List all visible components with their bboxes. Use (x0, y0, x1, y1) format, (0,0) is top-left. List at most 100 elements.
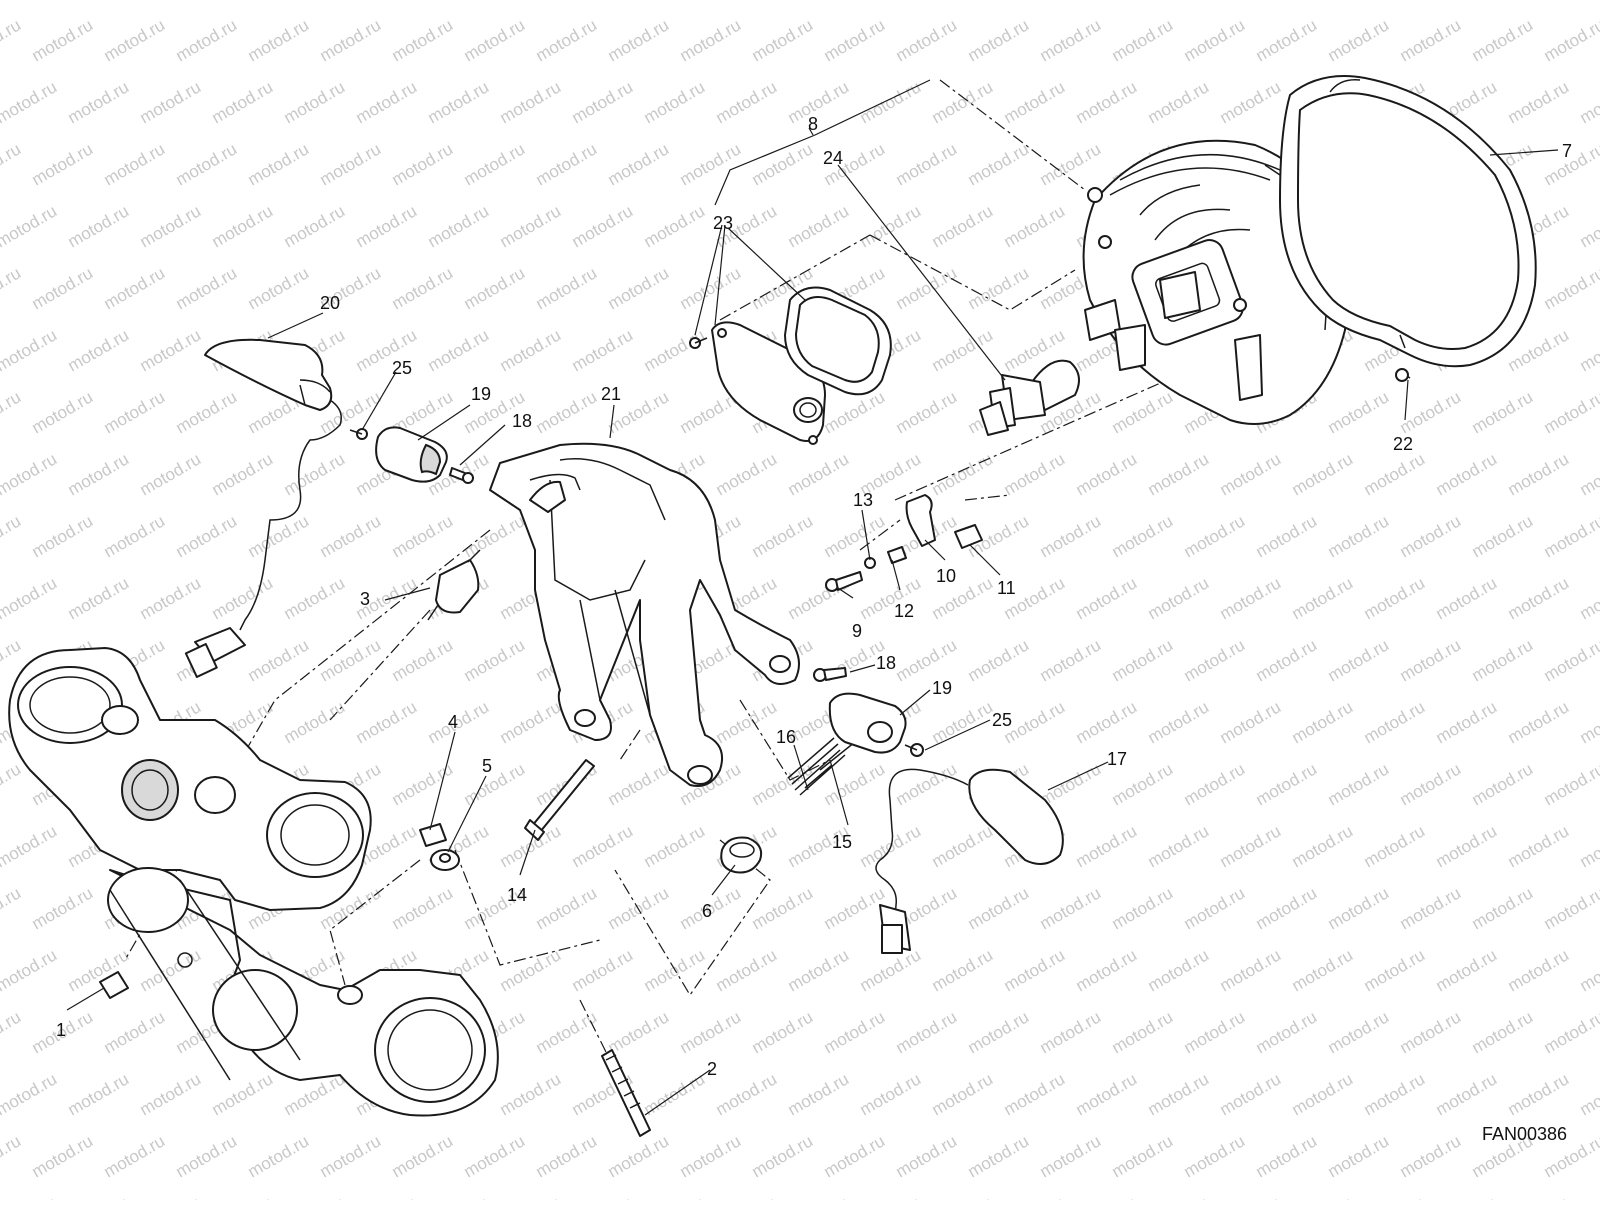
watermark-text: motod.ru (1397, 883, 1465, 933)
watermark-text: motod.ru (929, 201, 997, 251)
callout-15: 15 (832, 832, 852, 852)
watermark-text: motod.ru (1469, 635, 1537, 685)
watermark-text: motod.ru (0, 1069, 60, 1119)
watermark-text: motod.ru (209, 449, 277, 499)
watermark-text: motod.ru (317, 511, 385, 561)
watermark-text: motod.ru (245, 15, 313, 65)
watermark-text: motod.ru (1253, 15, 1321, 65)
watermark-text: motod.ru (1361, 1069, 1429, 1119)
watermark-text: motod.ru (1505, 573, 1573, 623)
watermark-text: motod.ru (1217, 573, 1285, 623)
watermark-text: motod.ru (1073, 821, 1141, 871)
watermark-text: motod.ru (1577, 945, 1600, 995)
watermark-text: motod.ru (965, 263, 1033, 313)
watermark-text: motod.ru (137, 201, 205, 251)
watermark-text: motod.ru (1577, 573, 1600, 623)
watermark-text: motod.ru (533, 263, 601, 313)
watermark-text: motod.ru (137, 1193, 205, 1200)
callout-1: 1 (56, 1020, 66, 1040)
watermark-text: motod.ru (137, 1069, 205, 1119)
watermark-text: motod.ru (893, 139, 961, 189)
watermark-text: motod.ru (1577, 1069, 1600, 1119)
watermark-text: motod.ru (605, 759, 673, 809)
watermark-text: motod.ru (1109, 1007, 1177, 1057)
watermark-text: motod.ru (1397, 1131, 1465, 1181)
watermark-text: motod.ru (965, 139, 1033, 189)
watermark-text: motod.ru (641, 945, 709, 995)
watermark-text: motod.ru (65, 449, 133, 499)
watermark-text: motod.ru (1253, 511, 1321, 561)
watermark-text: motod.ru (101, 263, 169, 313)
watermark-text: motod.ru (641, 325, 709, 375)
watermark-text: motod.ru (389, 139, 457, 189)
watermark-text: motod.ru (1109, 387, 1177, 437)
watermark-text: motod.ru (1181, 759, 1249, 809)
screw-25-lower (905, 744, 923, 756)
watermark-text: motod.ru (0, 139, 24, 189)
watermark-text: motod.ru (965, 883, 1033, 933)
watermark-text: motod.ru (425, 1193, 493, 1200)
watermark-text: motod.ru (1577, 325, 1600, 375)
watermark-text: motod.ru (425, 77, 493, 127)
watermark-text: motod.ru (137, 449, 205, 499)
watermark-text: motod.ru (1397, 759, 1465, 809)
callout-7: 7 (1562, 141, 1572, 161)
watermark-text: motod.ru (1325, 511, 1393, 561)
watermark-text: motod.ru (317, 635, 385, 685)
watermark-text: motod.ru (857, 1069, 925, 1119)
watermark-text: motod.ru (533, 15, 601, 65)
watermark-text: motod.ru (101, 387, 169, 437)
callout-25-lower: 25 (992, 710, 1012, 730)
watermark-text: motod.ru (1505, 449, 1573, 499)
watermark-text: motod.ru (893, 1007, 961, 1057)
watermark-text: motod.ru (245, 1131, 313, 1181)
watermark-text: motod.ru (209, 1069, 277, 1119)
watermark-text: motod.ru (965, 1007, 1033, 1057)
watermark-text: motod.ru (1433, 449, 1501, 499)
watermark-text: motod.ru (497, 201, 565, 251)
watermark-text: motod.ru (713, 945, 781, 995)
callout-20: 20 (320, 293, 340, 313)
watermark-text: motod.ru (641, 77, 709, 127)
watermark-text: motod.ru (533, 1131, 601, 1181)
watermark-text: motod.ru (173, 263, 241, 313)
watermark-text: motod.ru (1037, 883, 1105, 933)
watermark-text: motod.ru (1325, 1007, 1393, 1057)
watermark-text: motod.ru (1109, 883, 1177, 933)
watermark-text: motod.ru (1289, 697, 1357, 747)
watermark-text: motod.ru (785, 0, 853, 3)
watermark-text: motod.ru (1145, 1193, 1213, 1200)
watermark-text: motod.ru (497, 945, 565, 995)
screw-25-upper (350, 429, 367, 439)
watermark-text: motod.ru (137, 77, 205, 127)
watermark-text: motod.ru (569, 1193, 637, 1200)
watermark-text: motod.ru (1577, 201, 1600, 251)
watermark-text: motod.ru (1577, 697, 1600, 747)
watermark-text: motod.ru (749, 15, 817, 65)
watermark-text: motod.ru (0, 883, 24, 933)
watermark-text: motod.ru (713, 697, 781, 747)
watermark-text: motod.ru (1001, 945, 1069, 995)
watermark-text: motod.ru (0, 201, 60, 251)
watermark-text: motod.ru (497, 1069, 565, 1119)
watermark-text: motod.ru (65, 201, 133, 251)
watermark-text: motod.ru (1577, 821, 1600, 871)
watermark-text: motod.ru (569, 0, 637, 3)
watermark-text: motod.ru (101, 139, 169, 189)
watermark-text: motod.ru (965, 635, 1033, 685)
watermark-text: motod.ru (1469, 387, 1537, 437)
watermark-text: motod.ru (1505, 697, 1573, 747)
watermark-text: motod.ru (209, 0, 277, 3)
watermark-text: motod.ru (1505, 945, 1573, 995)
watermark-text: motod.ru (1469, 883, 1537, 933)
watermark-text: motod.ru (1469, 759, 1537, 809)
watermark-text: motod.ru (1541, 263, 1600, 313)
watermark-text: motod.ru (857, 1193, 925, 1200)
callout-18-lower: 18 (876, 653, 896, 673)
watermark-text: motod.ru (749, 1131, 817, 1181)
watermark-text: motod.ru (65, 1069, 133, 1119)
watermark-text: motod.ru (893, 1131, 961, 1181)
watermark-text: motod.ru (1577, 77, 1600, 127)
figure-code: FAN00386 (1482, 1124, 1567, 1144)
watermark-text: motod.ru (0, 1007, 24, 1057)
